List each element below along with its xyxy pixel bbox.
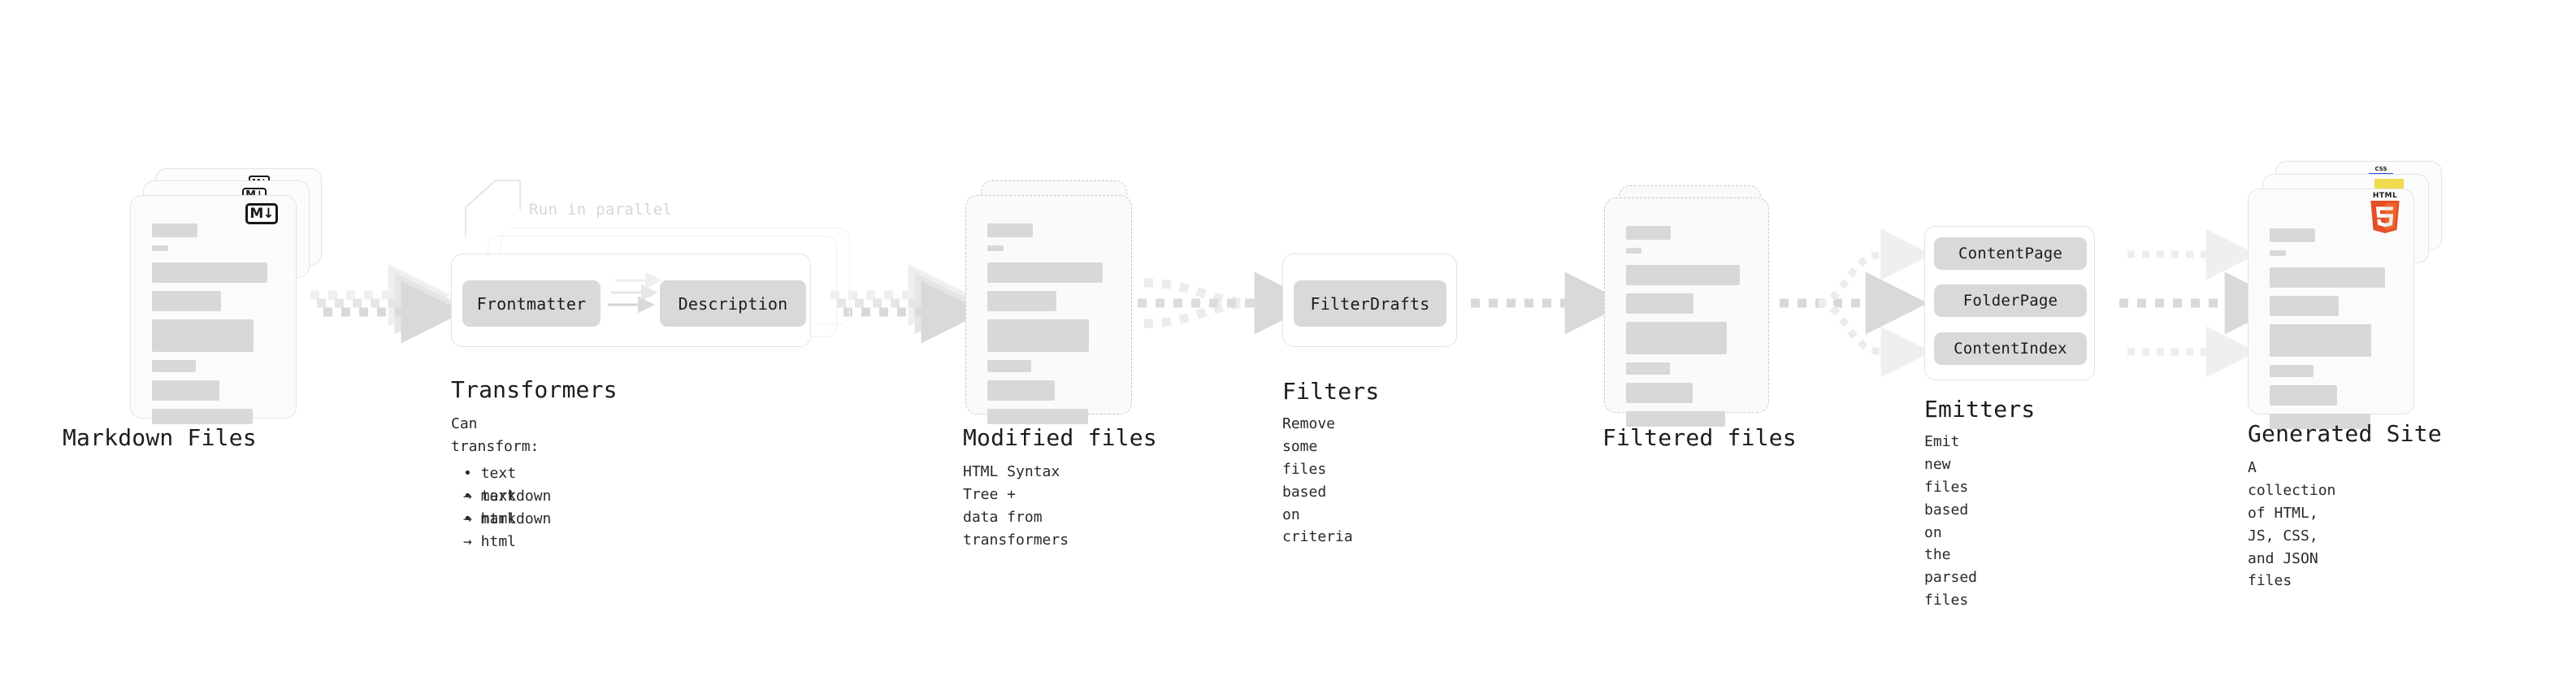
stage-title-transformers: Transformers <box>451 376 618 403</box>
html5-icon-word: HTML <box>2372 192 2398 200</box>
transformers-bullet-0: • text → text <box>463 440 516 508</box>
modified-card-front <box>965 195 1132 424</box>
arrow-filtered-to-emitters <box>1780 228 1932 378</box>
stage-desc-filters: Remove some files based on criteria <box>1282 415 1353 546</box>
filtered-card-front <box>1604 197 1769 427</box>
filtered-card-bars <box>1626 226 1747 435</box>
stage-title-emitters: Emitters <box>1924 396 2036 423</box>
stage-desc-transformers: Can transform: <box>451 415 540 455</box>
stage-title-markdown-files: Markdown Files <box>63 424 257 451</box>
bullet-dot-2: • <box>463 510 481 527</box>
stage-desc-emitters: Emit new files based on the parsed files <box>1924 433 1978 609</box>
stage-title-modified-files: Modified files <box>963 424 1157 451</box>
chip-contentindex[interactable]: ContentIndex <box>1934 332 2087 365</box>
stage-desc-modified-files: HTML Syntax Tree + data from transformer… <box>963 463 1069 549</box>
stage-title-generated-site: Generated Site <box>2248 420 2442 447</box>
arrow-modified-to-filters <box>1138 271 1317 335</box>
arrow-markdown-to-transformers <box>310 263 464 344</box>
transformers-bullet-1: • markdown → markdown <box>463 462 551 531</box>
stage-desc-generated-site: A collection of HTML, JS, CSS, and JSON … <box>2248 459 2336 590</box>
site-card-front <box>2248 189 2414 429</box>
bullet-label-0: text → text <box>463 464 517 505</box>
bullet-label-1: markdown → markdown <box>463 487 552 527</box>
bullet-label-2: html → html <box>463 510 517 550</box>
arrow-emitters-to-site <box>2119 228 2288 378</box>
chip-contentpage[interactable]: ContentPage <box>1934 237 2087 270</box>
bullet-dot-0: • <box>463 464 481 482</box>
markdown-card-bars <box>152 223 275 432</box>
css-badge-label: CSS <box>2374 166 2387 172</box>
transformers-bullet-2: • html → html <box>463 485 516 553</box>
markdown-card-front <box>130 195 297 424</box>
chip-filterdrafts[interactable]: FilterDrafts <box>1294 280 1446 327</box>
modified-card-bars <box>987 223 1110 432</box>
chip-folderpage[interactable]: FolderPage <box>1934 284 2087 317</box>
html5-shield <box>2370 201 2400 233</box>
stage-title-filtered-files: Filtered files <box>1602 424 1797 451</box>
bullet-dot-1: • <box>463 487 481 505</box>
stage-title-filters: Filters <box>1282 378 1380 405</box>
annotation-run-in-parallel: Run in parallel <box>529 201 673 219</box>
chip-frontmatter[interactable]: Frontmatter <box>462 280 601 327</box>
html5-icon: HTML <box>2367 193 2403 236</box>
chip-description[interactable]: Description <box>660 280 806 327</box>
site-card-bars <box>2270 228 2392 437</box>
markdown-icon: M↓ <box>245 203 278 224</box>
